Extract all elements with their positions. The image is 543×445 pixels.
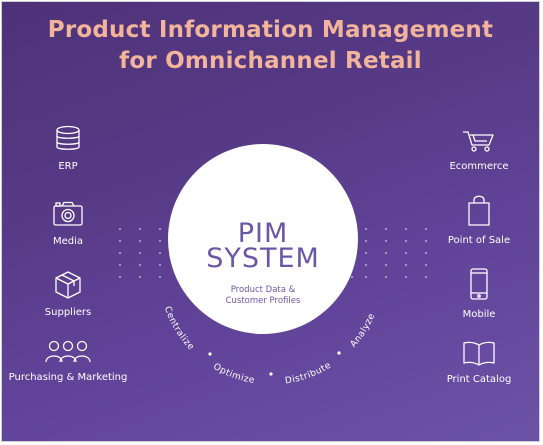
step-separator-dot	[269, 372, 273, 376]
source-media: Media	[8, 201, 128, 248]
connector-dot	[119, 228, 121, 230]
step-separator-dot	[337, 351, 341, 355]
step-centralize: Centralize	[162, 305, 196, 352]
connector-dot	[385, 264, 387, 266]
channel-label: Mobile	[462, 309, 496, 320]
step-analyze: Analyze	[349, 312, 377, 350]
connector-dot	[385, 252, 387, 254]
channel-label: Ecommerce	[449, 161, 509, 172]
smartphone-icon	[470, 268, 488, 300]
shopping-bag-icon	[468, 195, 490, 226]
connector-dot	[351, 276, 353, 278]
source-purchasing-marketing: Purchasing & Marketing	[8, 339, 128, 384]
connector-dot	[385, 228, 387, 230]
connector-dot	[385, 276, 387, 278]
connector-dot	[365, 276, 367, 278]
connector-dot	[405, 276, 407, 278]
shopping-cart-icon	[463, 131, 494, 152]
connector-dot	[159, 228, 161, 230]
channel-point-of-sale: Point of Sale	[419, 195, 539, 247]
source-label: Media	[52, 236, 84, 247]
connector-dot	[365, 264, 367, 266]
connector-dot	[139, 240, 141, 242]
connector-dot	[139, 252, 141, 254]
open-book-icon	[463, 341, 495, 366]
pim-system-circle: PIM SYSTEM Product Data & Customer Profi…	[168, 144, 358, 334]
connector-dot	[119, 276, 121, 278]
source-label: Suppliers	[44, 307, 92, 318]
pim-heading-line1: PIM	[237, 218, 289, 249]
source-label: ERP	[58, 161, 78, 172]
connector-dot	[159, 240, 161, 242]
channel-mobile: Mobile	[419, 268, 539, 321]
connector-dot	[405, 252, 407, 254]
connector-dot	[139, 276, 141, 278]
connector-dot	[425, 264, 427, 266]
connector-dot	[425, 228, 427, 230]
svg-text:Distribute: Distribute	[284, 361, 333, 387]
people-icon	[45, 340, 91, 363]
connector-dot	[139, 264, 141, 266]
step-distribute: Distribute	[284, 361, 332, 387]
source-label: Purchasing & Marketing	[8, 372, 128, 383]
connector-dot	[405, 228, 407, 230]
connector-dot	[119, 252, 121, 254]
connector-dot	[159, 276, 161, 278]
camera-icon	[53, 201, 83, 226]
connector-dot	[159, 252, 161, 254]
connector-dot	[405, 264, 407, 266]
connector-dot	[425, 252, 427, 254]
source-suppliers: Suppliers	[8, 270, 128, 319]
svg-text:Optimize: Optimize	[211, 362, 255, 386]
step-separator-dot	[208, 352, 212, 356]
connector-dot	[405, 240, 407, 242]
connector-dot	[425, 276, 427, 278]
connector-dot	[365, 240, 367, 242]
connector-dot	[365, 228, 367, 230]
database-icon	[56, 125, 80, 150]
connector-dot	[159, 264, 161, 266]
step-optimize: Optimize	[211, 362, 255, 386]
pim-heading-line2: SYSTEM	[206, 243, 320, 274]
connector-dot	[385, 240, 387, 242]
connector-dot	[365, 252, 367, 254]
svg-text:Centralize: Centralize	[162, 305, 196, 352]
diagram-title-line1: Product Information Management	[47, 17, 494, 43]
connector-dot	[425, 240, 427, 242]
pim-subtitle-line1: Product Data &	[230, 285, 296, 295]
channel-print-catalog: Print Catalog	[419, 340, 539, 386]
pim-subtitle-line2: Customer Profiles	[225, 296, 301, 306]
box-icon	[55, 271, 81, 299]
channel-label: Print Catalog	[446, 374, 512, 385]
diagram-title-line2: for Omnichannel Retail	[119, 48, 422, 74]
channel-label: Point of Sale	[447, 235, 511, 246]
channel-ecommerce: Ecommerce	[419, 130, 539, 173]
connector-dot	[119, 240, 121, 242]
svg-text:Analyze: Analyze	[349, 312, 378, 350]
connector-dot	[139, 228, 141, 230]
process-arc: Centralize Optimize Distribute Analyze	[162, 305, 378, 387]
source-erp: ERP	[8, 125, 128, 173]
connector-dot	[119, 264, 121, 266]
